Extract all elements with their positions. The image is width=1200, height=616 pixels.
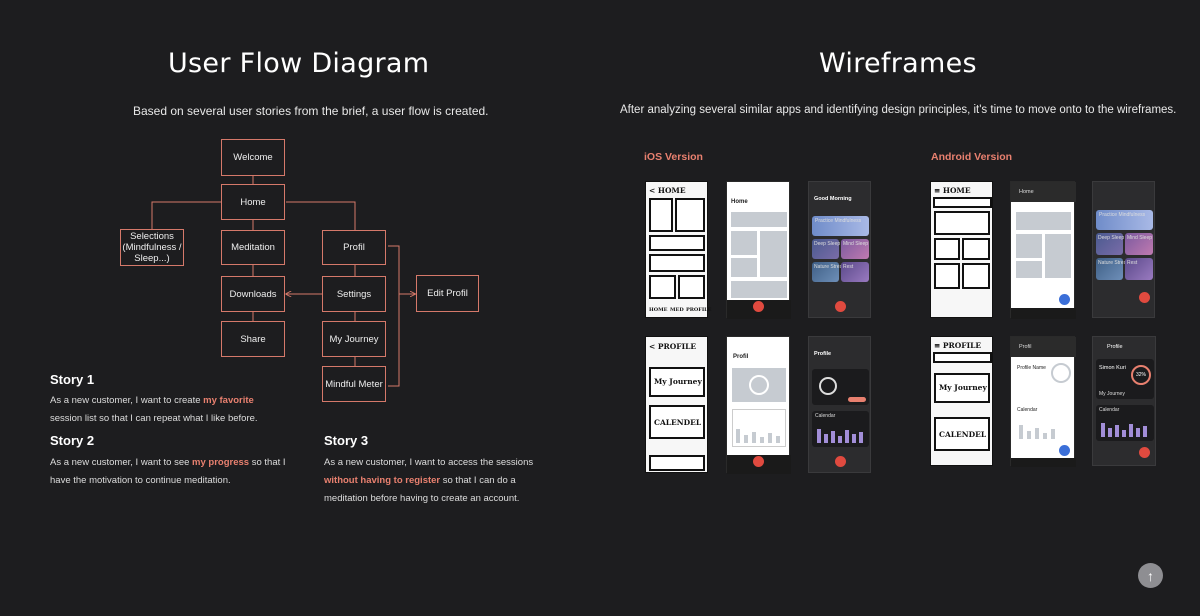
story3-highlight: without having to register	[324, 475, 441, 486]
sketch-tab-med: MED	[670, 307, 684, 313]
edge-home-selections	[151, 201, 222, 229]
android-hifi-deep-sleep: Deep Sleep	[1098, 235, 1125, 241]
ios-home-lofi: Home	[726, 181, 791, 319]
hifi-mindfulness: Practice Mindfulness	[815, 218, 862, 224]
hifi-calendar: Calendar	[815, 413, 836, 419]
android-hifi-calendar: Calendar	[1099, 407, 1120, 413]
android-hifi-profile-title: Profile	[1107, 344, 1123, 350]
sketch-profile-title: < PROFILE	[649, 342, 697, 351]
android-lofi-profil-fab	[1059, 445, 1070, 456]
node-mindful-meter: Mindful Meter	[322, 366, 386, 402]
android-lofi-calendar: Calendar	[1017, 407, 1038, 413]
wire-lead: After analyzing several similar apps and…	[620, 104, 1177, 116]
story1-title: Story 1	[50, 372, 95, 387]
hifi-home-fab	[835, 301, 846, 312]
lofi-home-title: Home	[731, 199, 748, 205]
arrow-up-icon: ↑	[1147, 567, 1154, 584]
ios-home-sketch: < HOME HOME MED PROFILE	[645, 181, 712, 318]
node-downloads: Downloads	[221, 276, 285, 312]
story2-highlight: my progress	[192, 457, 250, 468]
wire-title: Wireframes	[819, 48, 977, 79]
hifi-profile-fab	[835, 456, 846, 467]
edge-profil-meter-bracket	[388, 245, 400, 387]
android-hifi-percent: 32%	[1135, 372, 1146, 378]
sketch-journey: My Journey	[654, 377, 702, 386]
sketch-tab-home: HOME	[649, 307, 668, 313]
sketch-home-title: < HOME	[649, 186, 686, 195]
lofi-profil-fab	[753, 456, 764, 467]
flow-lead: Based on several user stories from the b…	[133, 104, 489, 118]
ios-home-hifi: Good Morning Practice Mindfulness Deep S…	[808, 181, 871, 318]
node-edit-profil: Edit Profil	[416, 275, 479, 312]
node-selections-line1: Selections	[130, 231, 174, 242]
android-lofi-fab	[1059, 294, 1070, 305]
node-my-journey: My Journey	[322, 321, 386, 357]
node-selections-line2: (Mindfulness /	[122, 242, 182, 253]
android-hifi-rest: Rest	[1127, 260, 1138, 266]
android-sketch-profile-title: ≡ PROFILE	[934, 341, 982, 350]
android-hifi-nature: Nature Stress	[1098, 260, 1129, 266]
ios-profile-hifi: Profile Calendar	[808, 336, 871, 473]
story1-pre: As a new customer, I want to create	[50, 395, 204, 406]
story3-title: Story 3	[324, 433, 369, 448]
hifi-good-morning: Good Morning	[814, 196, 852, 202]
android-sketch-journey: My Journey	[939, 383, 987, 392]
hifi-profile-title: Profile	[814, 351, 832, 357]
android-sketch-home-title: ≡ HOME	[934, 186, 971, 195]
story2-pre: As a new customer, I want to see	[50, 457, 193, 468]
android-lofi-home-title: Home	[1019, 189, 1034, 195]
sketch-tab-profile: PROFILE	[686, 307, 712, 313]
android-sketch-calendar: CALENDEL	[939, 430, 987, 439]
story3-pre: As a new customer, I want to access the …	[324, 457, 534, 468]
hifi-nature: Nature Stress	[814, 264, 845, 270]
lofi-home-fab	[753, 301, 764, 312]
node-home: Home	[221, 184, 285, 220]
node-selections-line3: Sleep...)	[134, 253, 170, 264]
android-hifi-mind-sleep: Mind Sleep	[1127, 235, 1153, 241]
node-selections: Selections (Mindfulness / Sleep...)	[120, 229, 184, 266]
ios-profile-sketch: < PROFILE My Journey CALENDEL	[645, 336, 708, 473]
android-profil-lofi: Profil Profile Name Calendar	[1010, 336, 1076, 467]
node-meditation: Meditation	[221, 230, 285, 265]
android-hifi-fab	[1139, 292, 1150, 303]
android-lofi-profile-name: Profile Name	[1017, 365, 1046, 371]
android-hifi-simon: Simon Kuri	[1099, 365, 1126, 371]
android-hifi-mindfulness: Practice Mindfulness	[1099, 212, 1146, 218]
story3-text: As a new customer, I want to access the …	[324, 454, 544, 508]
ios-profil-lofi: Profil	[726, 336, 791, 474]
story1-highlight: my favorite	[203, 395, 254, 406]
android-home-lofi: Home	[1010, 181, 1076, 319]
story2-post: so that I have the motivation to continu…	[50, 457, 286, 486]
story1-text: As a new customer, I want to create my f…	[50, 392, 285, 428]
hifi-mind-sleep: Mind Sleep	[843, 241, 869, 247]
flow-connectors	[151, 176, 600, 387]
android-home-hifi: Practice Mindfulness Deep Sleep Mind Sle…	[1092, 181, 1155, 318]
android-profile-hifi: Profile Simon Kuri My Journey 32% Calend…	[1092, 336, 1156, 466]
android-hifi-journey: My Journey	[1099, 391, 1125, 397]
ios-version-label: iOS Version	[644, 151, 703, 163]
edge-home-profil	[286, 201, 356, 230]
node-settings: Settings	[322, 276, 386, 312]
story2-title: Story 2	[50, 433, 95, 448]
android-profile-sketch: ≡ PROFILE My Journey CALENDEL	[930, 336, 993, 466]
story3-post: so that I can do a meditation before hav…	[324, 475, 520, 504]
scroll-top-button[interactable]: ↑	[1138, 563, 1163, 588]
story2-text: As a new customer, I want to see my prog…	[50, 454, 295, 490]
android-lofi-profil-title: Profil	[1019, 344, 1032, 350]
hifi-deep-sleep: Deep Sleep	[814, 241, 841, 247]
story1-post: session list so that I can repeat what I…	[50, 413, 258, 424]
flow-title: User Flow Diagram	[168, 48, 430, 79]
android-hifi-profile-fab	[1139, 447, 1150, 458]
node-welcome: Welcome	[221, 139, 285, 176]
lofi-profil-title: Profil	[733, 354, 749, 360]
android-version-label: Android Version	[931, 151, 1013, 163]
sketch-calendar: CALENDEL	[654, 418, 702, 427]
node-profil: Profil	[322, 230, 386, 265]
android-home-sketch: ≡ HOME	[930, 181, 993, 318]
node-share: Share	[221, 321, 285, 357]
hifi-rest: Rest	[843, 264, 854, 270]
